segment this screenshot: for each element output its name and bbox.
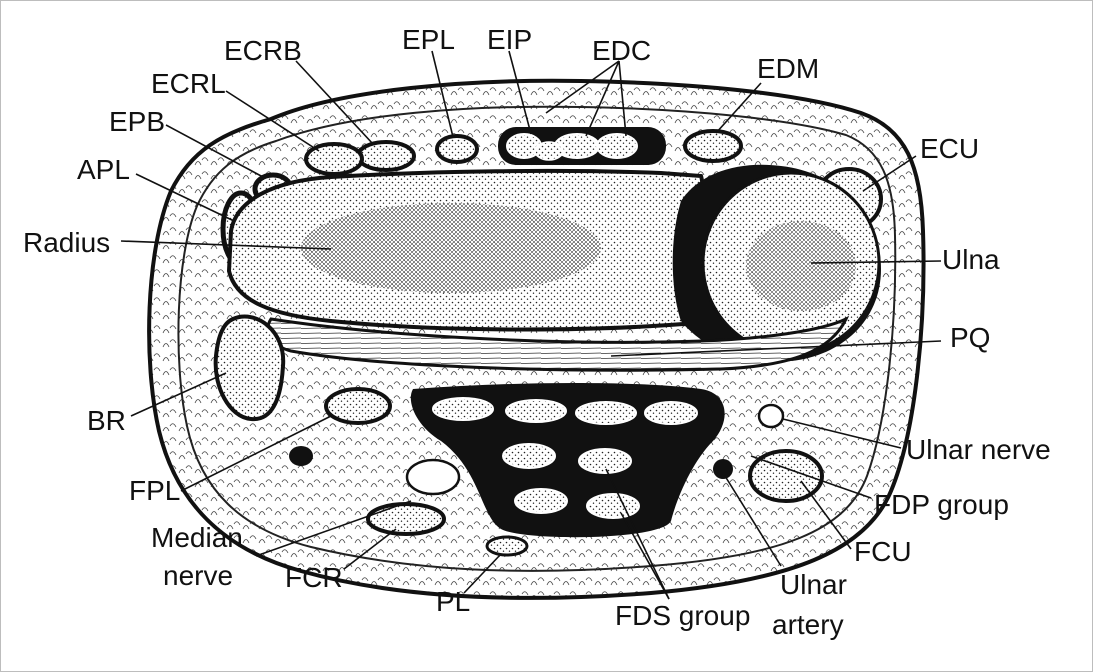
muscle-br — [213, 314, 286, 422]
label-pq: PQ — [950, 322, 990, 353]
label-ecrl: ECRL — [151, 68, 226, 99]
label-ulnar-artery-line2: artery — [772, 609, 844, 640]
tendon-fcr — [366, 502, 446, 536]
vessel-radial — [289, 446, 313, 466]
tendon-ecrl — [304, 142, 364, 176]
tendons-fds — [502, 443, 640, 519]
tendon-pl — [485, 535, 529, 557]
label-apl: APL — [77, 154, 130, 185]
radius-medulla — [301, 203, 601, 293]
label-edc: EDC — [592, 35, 651, 66]
tendon-edm — [683, 129, 743, 163]
ulnar-nerve — [757, 403, 785, 429]
label-ulna: Ulna — [942, 244, 1000, 275]
compartment-fdp — [410, 383, 725, 538]
label-epb: EPB — [109, 106, 165, 137]
tendon-fcu — [748, 449, 824, 503]
ulnar-artery — [713, 459, 733, 479]
label-ulnar-nerve: Ulnar nerve — [906, 434, 1051, 465]
label-ecu: ECU — [920, 133, 979, 164]
label-ulnar-artery-line1: Ulnar — [780, 569, 847, 600]
label-fcu: FCU — [854, 536, 912, 567]
pronator-quadratus — [266, 315, 850, 372]
label-fdp-group: FDP group — [874, 489, 1009, 520]
tendons-fdp — [432, 397, 698, 425]
label-edm: EDM — [757, 53, 819, 84]
label-median-line1: Median — [151, 522, 243, 553]
label-fds-group: FDS group — [615, 600, 750, 631]
tendon-fpl — [324, 387, 392, 425]
label-br: BR — [87, 405, 126, 436]
label-radius: Radius — [23, 227, 110, 258]
tendon-epl — [435, 134, 479, 164]
tendon-ecrb — [356, 140, 416, 172]
label-eip: EIP — [487, 24, 532, 55]
leader-lines — [120, 50, 942, 600]
tendon-edc-2 — [596, 133, 638, 159]
tendon-edc-3 — [534, 141, 564, 161]
labels: ECRB EPL EIP EDC EDM ECRL EPB APL ECU Ra… — [23, 24, 1051, 640]
ulna-medulla — [746, 221, 856, 311]
label-median-line2: nerve — [163, 560, 233, 591]
label-pl: PL — [436, 586, 470, 617]
label-ecrb: ECRB — [224, 35, 302, 66]
label-fcr: FCR — [285, 562, 343, 593]
label-fpl: FPL — [129, 475, 180, 506]
label-epl: EPL — [402, 24, 455, 55]
median-nerve — [405, 458, 461, 496]
